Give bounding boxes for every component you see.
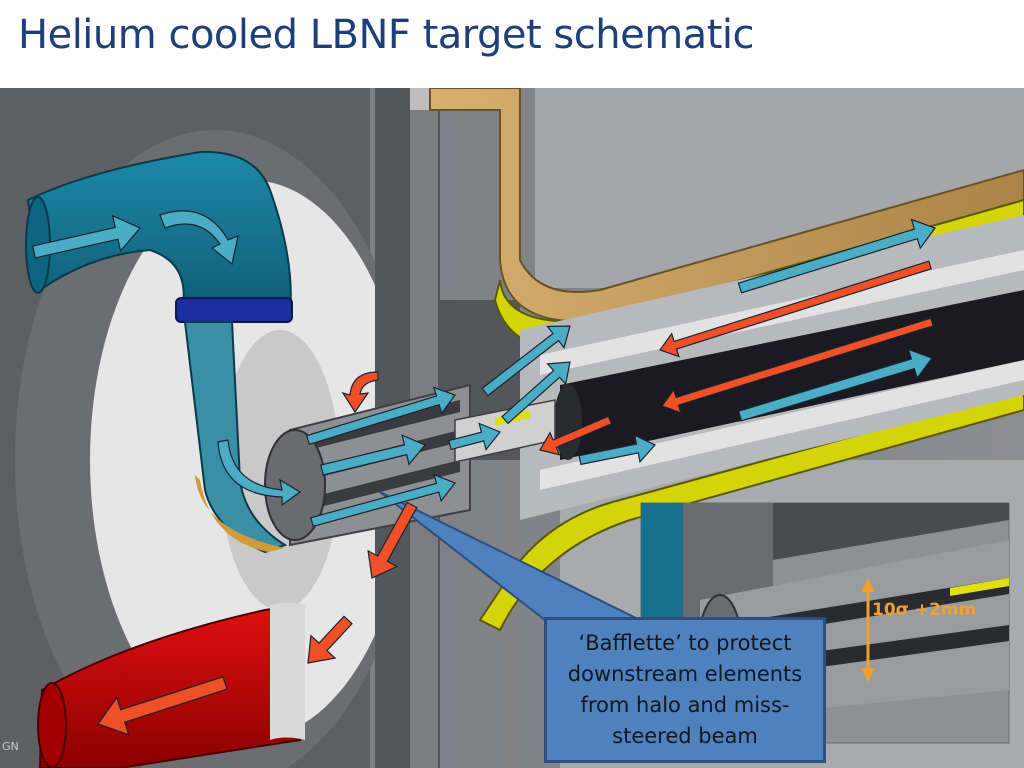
annulus-flow-arrow-1: [481, 325, 571, 397]
baffle-flow-arrow-2: [320, 434, 426, 476]
inset-yellow-edge: [950, 578, 1009, 596]
exhaust-flow-arrow-1: [367, 501, 418, 579]
outlet-flow-arrow: [97, 676, 228, 736]
bafflette-flow-arrow: [448, 422, 501, 451]
title-bar: Helium cooled LBNF target schematic: [0, 0, 1024, 88]
dimension-label: 10σ +2mm: [872, 600, 977, 620]
downcomer-turn-arrow: [217, 439, 302, 507]
baffle-flow-arrow-1: [305, 386, 456, 446]
baffle-bore: [264, 429, 326, 541]
exhaust-flow-arrow-2: [307, 615, 353, 664]
inner-shell-bottom: [540, 360, 1024, 490]
inlet-downcomer: [183, 321, 288, 554]
outer-flow-arrow-upper: [737, 218, 936, 294]
return-flow-arrow-target: [539, 415, 613, 456]
inset-dimension-arrow-bottom: [861, 668, 875, 682]
helium-inlet-pipe: [26, 150, 292, 322]
outlet-collar: [270, 602, 305, 740]
flow-arrows: [31, 210, 936, 736]
outer-flow-arrow-lower: [737, 348, 933, 422]
target-upstream-face: [554, 384, 582, 460]
bafflette-callout: ‘Bafflette’ to protect downstream elemen…: [544, 617, 826, 763]
inset-upper-shell: [773, 503, 1009, 560]
target-schematic-diagram: [0, 88, 1024, 768]
baffle-slot-3: [300, 460, 460, 512]
inlet-bronze-elbow: [195, 475, 285, 552]
recirculation-arrow: [341, 371, 379, 414]
inlet-flow-arrow: [31, 214, 141, 259]
baffle-slot-1: [300, 400, 460, 452]
return-flow-arrow-lower: [661, 317, 934, 414]
baffle-flow-arrow-3: [310, 473, 456, 528]
outlet-pipe-end: [37, 682, 67, 768]
callout-text: ‘Bafflette’ to protect downstream elemen…: [567, 631, 803, 748]
inlet-turn-arrow: [159, 210, 239, 266]
footer-fragment: GN: [2, 740, 19, 753]
return-flow-arrow-upper: [659, 260, 932, 358]
inlet-flange-ring: [175, 297, 293, 323]
yellow-window-lower: [478, 388, 1024, 632]
annulus-flow-arrow-2: [501, 361, 571, 425]
inset-dimension-arrow-top: [861, 578, 875, 592]
slide-title: Helium cooled LBNF target schematic: [18, 12, 754, 58]
annulus-flow-arrow-3: [578, 434, 656, 466]
